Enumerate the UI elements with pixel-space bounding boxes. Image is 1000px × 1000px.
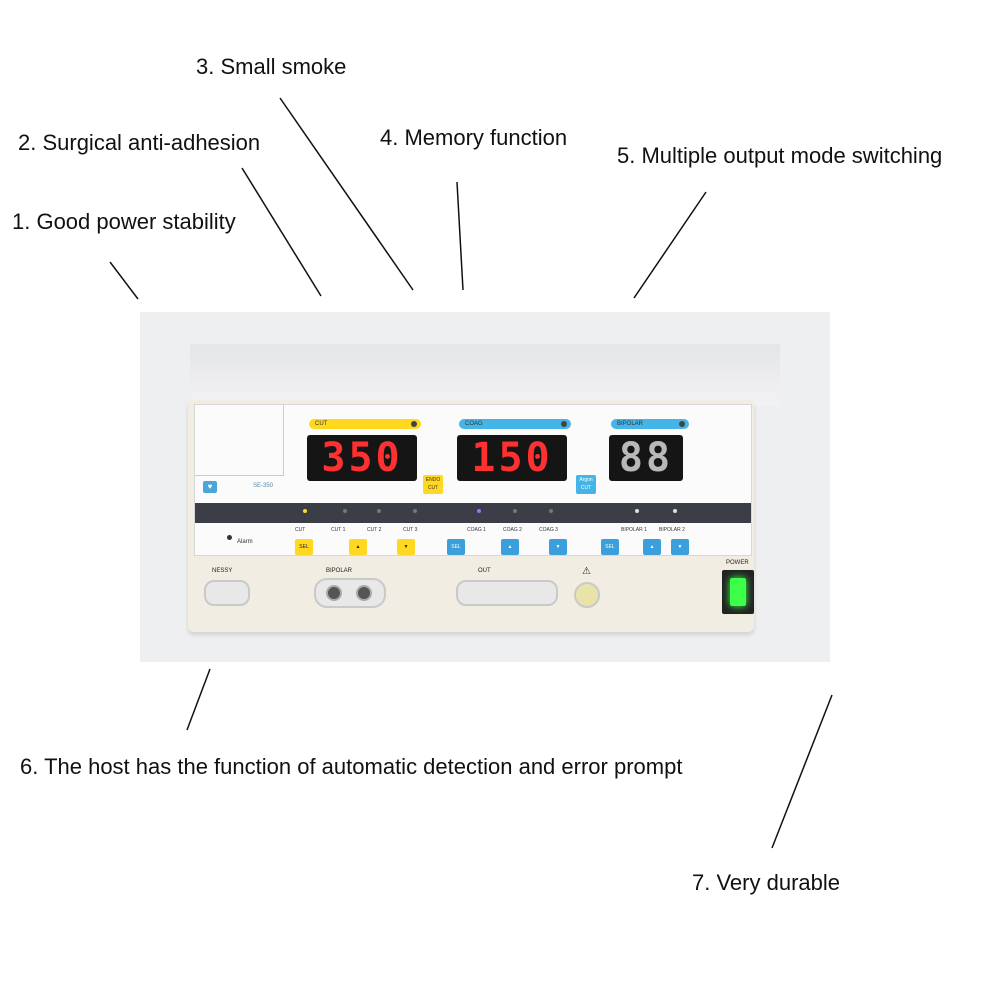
bipolar-up-button[interactable]: ▲ xyxy=(643,539,661,555)
bipolar-port-label: BIPOLAR xyxy=(326,568,353,574)
nessy-port[interactable] xyxy=(204,580,250,606)
leader-line-2 xyxy=(241,167,322,297)
out-port-label: OUT xyxy=(478,568,491,574)
coag-label: COAG xyxy=(465,421,483,427)
mode-indicator-dot xyxy=(303,509,307,513)
device-top-cover xyxy=(190,344,780,406)
mode-label-coag1: COAG 1 xyxy=(467,527,486,533)
callout-3: 3. Small smoke xyxy=(196,54,347,79)
coag-section-header: COAG xyxy=(459,419,571,429)
mode-indicator-strip xyxy=(195,503,751,523)
front-control-panel: ♥ SE-350 CUT COAG BIPOLAR 350 150 88 END… xyxy=(194,404,752,556)
coag-up-button[interactable]: ▲ xyxy=(501,539,519,555)
bipolar-socket xyxy=(326,585,342,601)
mode-indicator-dot xyxy=(413,509,417,513)
model-label: SE-350 xyxy=(253,483,274,489)
bipolar-port[interactable] xyxy=(314,578,386,608)
callout-5: 5. Multiple output mode switching xyxy=(617,143,943,168)
leader-line-5 xyxy=(633,191,707,299)
nessy-label: NESSY xyxy=(212,568,233,574)
mode-label-bipolar2: BIPOLAR 2 xyxy=(659,527,685,533)
bipolar-label: BIPOLAR xyxy=(617,421,644,427)
mode-indicator-dot xyxy=(635,509,639,513)
cut-select-button[interactable]: SEL xyxy=(295,539,313,555)
coag-select-button[interactable]: SEL xyxy=(447,539,465,555)
power-switch[interactable] xyxy=(722,570,754,614)
leader-line-7 xyxy=(771,694,833,849)
connector-panel: NESSY BIPOLAR OUT ⚠ POWER xyxy=(194,556,754,628)
mode-label-bipolar1: BIPOLAR 1 xyxy=(621,527,647,533)
mode-indicator-dot xyxy=(377,509,381,513)
leader-line-3 xyxy=(279,97,414,291)
bipolar-indicator-icon xyxy=(679,421,685,427)
cut-section-header: CUT xyxy=(309,419,421,429)
warning-icon: ⚠ xyxy=(582,566,591,577)
callout-1: 1. Good power stability xyxy=(12,209,236,234)
coag-indicator-icon xyxy=(561,421,567,427)
leader-line-6 xyxy=(186,668,211,731)
argon-cut-button[interactable]: Argon CUT xyxy=(576,475,596,494)
alarm-label: Alarm xyxy=(237,539,253,545)
mode-indicator-dot xyxy=(549,509,553,513)
mode-label-cut1: CUT 1 xyxy=(331,527,346,533)
bipolar-select-button[interactable]: SEL xyxy=(601,539,619,555)
mode-label-coag3: COAG 3 xyxy=(539,527,558,533)
mode-label-cut: CUT xyxy=(295,527,306,533)
monopolar-out-port[interactable] xyxy=(456,580,558,606)
alarm-led xyxy=(227,535,232,540)
panel-blank-area xyxy=(195,405,284,476)
mode-indicator-dot xyxy=(673,509,677,513)
mode-label-cut3: CUT 3 xyxy=(403,527,418,533)
callout-4: 4. Memory function xyxy=(380,125,568,150)
neutral-electrode-port[interactable] xyxy=(574,582,600,608)
mode-indicator-dot xyxy=(343,509,347,513)
cut-power-display: 350 xyxy=(307,435,417,481)
mode-indicator-dot xyxy=(477,509,481,513)
mode-label-cut2: CUT 2 xyxy=(367,527,382,533)
cut-label: CUT xyxy=(315,421,328,427)
mode-indicator-dot xyxy=(513,509,517,513)
bipolar-down-button[interactable]: ▼ xyxy=(671,539,689,555)
cut-up-button[interactable]: ▲ xyxy=(349,539,367,555)
coag-down-button[interactable]: ▼ xyxy=(549,539,567,555)
cut-down-button[interactable]: ▼ xyxy=(397,539,415,555)
coag-power-display: 150 xyxy=(457,435,567,481)
power-lamp-icon xyxy=(730,578,746,606)
endo-cut-button[interactable]: ENDO CUT xyxy=(423,475,443,494)
callout-2: 2. Surgical anti-adhesion xyxy=(18,130,261,155)
bipolar-power-display: 88 xyxy=(609,435,683,481)
cut-indicator-icon xyxy=(411,421,417,427)
bipolar-socket xyxy=(356,585,372,601)
callout-6: 6. The host has the function of automati… xyxy=(20,754,683,779)
leader-line-1 xyxy=(109,261,139,300)
mode-label-coag2: COAG 2 xyxy=(503,527,522,533)
leader-line-4 xyxy=(456,181,464,291)
callout-7: 7. Very durable xyxy=(692,870,840,895)
brand-logo-icon: ♥ xyxy=(203,481,217,493)
power-label: POWER xyxy=(726,560,749,566)
bipolar-section-header: BIPOLAR xyxy=(611,419,689,429)
device-photo: ♥ SE-350 CUT COAG BIPOLAR 350 150 88 END… xyxy=(140,312,830,662)
